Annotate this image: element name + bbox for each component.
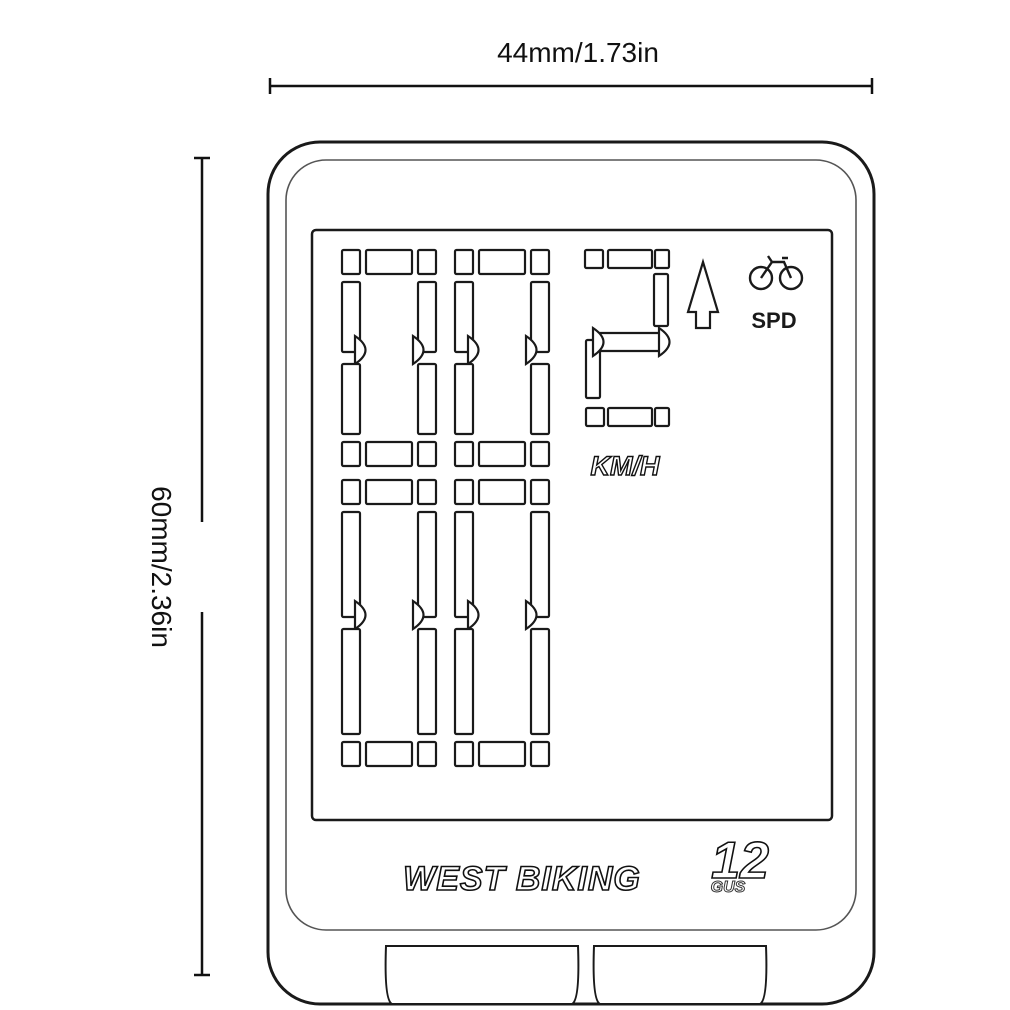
lcd-digit-small-segment — [653, 248, 671, 270]
lcd-digit-b1-segment — [340, 627, 362, 736]
lcd-digit-small-segment — [594, 331, 666, 353]
lcd-digit-b2-segment — [529, 478, 551, 506]
lcd-digit-small-segment — [606, 406, 654, 428]
lcd-digit-small-segment — [657, 325, 671, 359]
lcd-digit-a2-segment — [529, 248, 551, 276]
lcd-digit-a1-segment — [416, 248, 438, 276]
lcd-digit-small-segment — [606, 248, 654, 270]
lcd-digit-small-segment — [584, 406, 606, 428]
lcd-digit-a2-segment — [477, 248, 527, 276]
lcd-digit-a2-segment — [453, 248, 475, 276]
model-sub: GUS — [711, 879, 746, 896]
bottom-clip-right — [592, 945, 768, 1005]
width-label: 44mm/1.73in — [497, 37, 659, 68]
unit-label: KM/H — [591, 451, 660, 481]
lcd-digit-a2-segment — [477, 440, 527, 468]
lcd-digit-a1-segment — [340, 280, 362, 354]
lcd-digit-a1-segment — [416, 440, 438, 468]
lcd-digit-a2-segment — [524, 333, 538, 367]
width-dimension: 44mm/1.73in — [268, 37, 874, 94]
lcd-digit-b1-segment — [416, 510, 438, 619]
lcd-digits — [340, 248, 671, 768]
lcd-digit-b2-segment — [477, 740, 527, 768]
lcd-screen — [310, 228, 834, 822]
bottom-clip-left — [384, 945, 580, 1005]
lcd-digit-small-segment — [653, 406, 671, 428]
lcd-digit-b2-segment — [477, 478, 527, 506]
height-dimension: 60mm/2.36in — [146, 156, 210, 977]
bicycle-icon — [748, 255, 804, 291]
lcd-digit-b2-segment — [524, 598, 538, 632]
lcd-digit-small-segment — [591, 325, 605, 359]
lcd-digit-a1-segment — [364, 248, 414, 276]
lcd-digit-b1-segment — [411, 598, 425, 632]
lcd-digit-b2-segment — [453, 510, 475, 619]
lcd-digit-a2-segment — [529, 362, 551, 436]
lcd-digit-b1-segment — [416, 478, 438, 506]
device-inner-bezel — [285, 159, 857, 931]
height-label: 60mm/2.36in — [146, 486, 177, 648]
lcd-digit-a2-segment — [529, 280, 551, 354]
lcd-digit-b2-segment — [453, 478, 475, 506]
lcd-digit-b2-segment — [453, 627, 475, 736]
lcd-digit-a2-segment — [453, 362, 475, 436]
lcd-digit-a1-segment — [340, 440, 362, 468]
up-arrow-icon — [686, 258, 720, 330]
lcd-digit-b1-segment — [340, 510, 362, 619]
lcd-digit-a2-segment — [453, 440, 475, 468]
model-number: 12 — [711, 832, 769, 890]
lcd-digit-a1-segment — [411, 333, 425, 367]
lcd-digit-a1-segment — [416, 280, 438, 354]
lcd-digit-b1-segment — [416, 740, 438, 768]
brand-text: WEST BIKING — [403, 860, 641, 898]
lcd-digit-small-segment — [652, 272, 670, 328]
lcd-digit-b1-segment — [340, 740, 362, 768]
lcd-digit-a1-segment — [340, 362, 362, 436]
lcd-digit-b1-segment — [416, 627, 438, 736]
mode-label: SPD — [751, 308, 796, 333]
lcd-digit-b2-segment — [529, 627, 551, 736]
lcd-digit-a1-segment — [416, 362, 438, 436]
lcd-digit-b2-segment — [529, 740, 551, 768]
lcd-digit-b2-segment — [529, 510, 551, 619]
lcd-digit-b1-segment — [340, 478, 362, 506]
lcd-digit-b2-segment — [453, 740, 475, 768]
lcd-digit-b1-segment — [364, 478, 414, 506]
lcd-digit-b1-segment — [364, 740, 414, 768]
lcd-digit-a1-segment — [340, 248, 362, 276]
lcd-digit-small-segment — [583, 248, 605, 270]
lcd-digit-a2-segment — [453, 280, 475, 354]
lcd-digit-a1-segment — [364, 440, 414, 468]
lcd-digit-a2-segment — [529, 440, 551, 468]
